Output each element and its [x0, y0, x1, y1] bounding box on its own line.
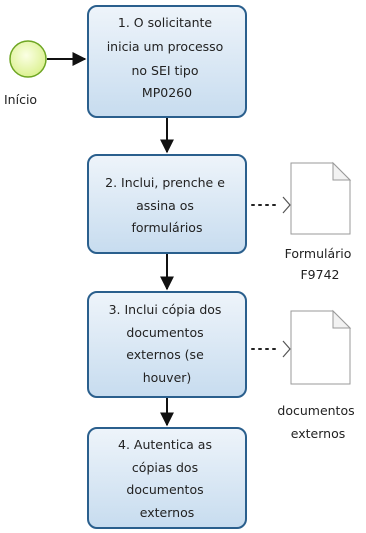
task-2-line-3: formulários: [132, 220, 203, 235]
task-3-line-1: 3. Inclui cópia dos: [109, 302, 222, 317]
start-event-label: Início: [4, 92, 37, 107]
task-3-text: 3. Inclui cópia dos documentos externos …: [109, 302, 226, 385]
association-task-2-to-formulario: [251, 196, 291, 214]
task-3-box: [87, 291, 247, 398]
data-object-formulario-line-2: F9742: [300, 267, 339, 282]
task-4[interactable]: 4. Autentica as cópias dos documentos ex…: [87, 427, 247, 529]
task-2-line-2: assina os: [136, 198, 194, 213]
task-2-line-1: 2. Inclui, prenche e: [105, 175, 225, 190]
task-1[interactable]: 1. O solicitante inicia um processo no S…: [87, 5, 247, 118]
task-1-line-2: inicia um processo: [107, 39, 224, 54]
document-fold: [332, 309, 352, 329]
task-2[interactable]: 2. Inclui, prenche e assina os formulári…: [87, 154, 247, 254]
association-arrowhead: [282, 340, 291, 358]
task-2-box: [87, 154, 247, 254]
association-task-3-to-documentos: [251, 340, 291, 358]
task-1-line-1: 1. O solicitante: [118, 15, 213, 30]
document-icon: [290, 162, 351, 235]
start-event-circle: [9, 40, 47, 78]
task-4-line-3: documentos: [126, 482, 203, 497]
data-object-formulario-line-1: Formulário: [285, 246, 352, 261]
task-4-line-2: cópias dos: [132, 460, 198, 475]
task-1-line-4: MP0260: [142, 85, 192, 100]
task-3[interactable]: 3. Inclui cópia dos documentos externos …: [87, 291, 247, 398]
task-1-line-3: no SEI tipo: [132, 63, 199, 78]
data-object-documentos-line-2: externos: [291, 426, 345, 441]
document-fold: [332, 161, 352, 181]
data-object-documentos-label: documentos externos: [277, 403, 358, 441]
task-2-text: 2. Inclui, prenche e assina os formulári…: [105, 175, 229, 235]
task-3-line-3: externos (se: [126, 347, 204, 362]
start-event[interactable]: [9, 40, 47, 78]
data-object-documentos-externos[interactable]: [290, 309, 352, 385]
association-arrowhead: [282, 196, 291, 214]
document-icon: [290, 310, 351, 385]
task-4-line-1: 4. Autentica as: [118, 437, 212, 452]
data-object-formulario[interactable]: [290, 161, 352, 235]
task-4-line-4: externos: [140, 505, 194, 520]
task-3-line-4: houver): [143, 370, 192, 385]
data-object-documentos-line-1: documentos: [277, 403, 354, 418]
task-4-text: 4. Autentica as cópias dos documentos ex…: [118, 437, 216, 520]
task-3-line-2: documentos: [126, 325, 203, 340]
task-1-text: 1. O solicitante inicia um processo no S…: [107, 15, 228, 100]
task-4-box: [87, 427, 247, 529]
task-1-box: [87, 5, 247, 118]
data-object-formulario-label: Formulário F9742: [285, 246, 356, 282]
